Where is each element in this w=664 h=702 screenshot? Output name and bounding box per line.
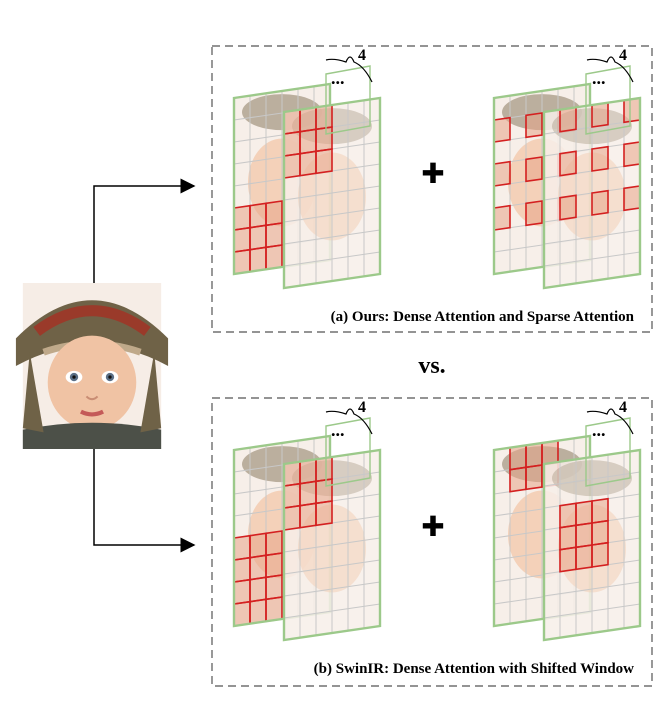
depth-layer-edge bbox=[585, 417, 631, 487]
front-image-layer bbox=[542, 448, 642, 642]
panel-b-shifted-stack bbox=[492, 417, 642, 642]
panel-b-left-ellipsis: ... bbox=[331, 420, 345, 440]
versus-label: vs. bbox=[418, 353, 445, 379]
panel-a-caption: (a) Ours: Dense Attention and Sparse Att… bbox=[331, 309, 635, 325]
branch-arrows bbox=[93, 178, 196, 553]
panel-b-right-ellipsis: ... bbox=[592, 420, 606, 440]
panel-b-right-count-label: 4 bbox=[619, 399, 627, 416]
panel-b-plus-icon: ✚ bbox=[421, 510, 444, 543]
panel-a-right-ellipsis: ... bbox=[592, 68, 606, 88]
panel-a-right-count-label: 4 bbox=[619, 47, 627, 64]
panel-a-left-ellipsis: ... bbox=[331, 68, 345, 88]
panel-a-left-count-label: 4 bbox=[358, 47, 366, 64]
panel-b-left-count-label: 4 bbox=[358, 399, 366, 416]
source-face-image bbox=[16, 283, 168, 449]
panel-a-dense-stack bbox=[232, 65, 382, 290]
front-image-layer bbox=[282, 448, 382, 642]
panel-a-plus-icon: ✚ bbox=[421, 157, 444, 190]
count-braces bbox=[325, 56, 634, 435]
depth-layer-edge bbox=[325, 65, 371, 135]
front-image-layer bbox=[282, 96, 382, 290]
front-image-layer bbox=[542, 96, 642, 290]
panel-a-sparse-stack bbox=[492, 65, 642, 290]
depth-layer-edge bbox=[585, 65, 631, 135]
depth-layer-edge bbox=[325, 417, 371, 487]
panel-b-dense-stack bbox=[232, 417, 382, 642]
panel-b-caption: (b) SwinIR: Dense Attention with Shifted… bbox=[314, 661, 634, 677]
